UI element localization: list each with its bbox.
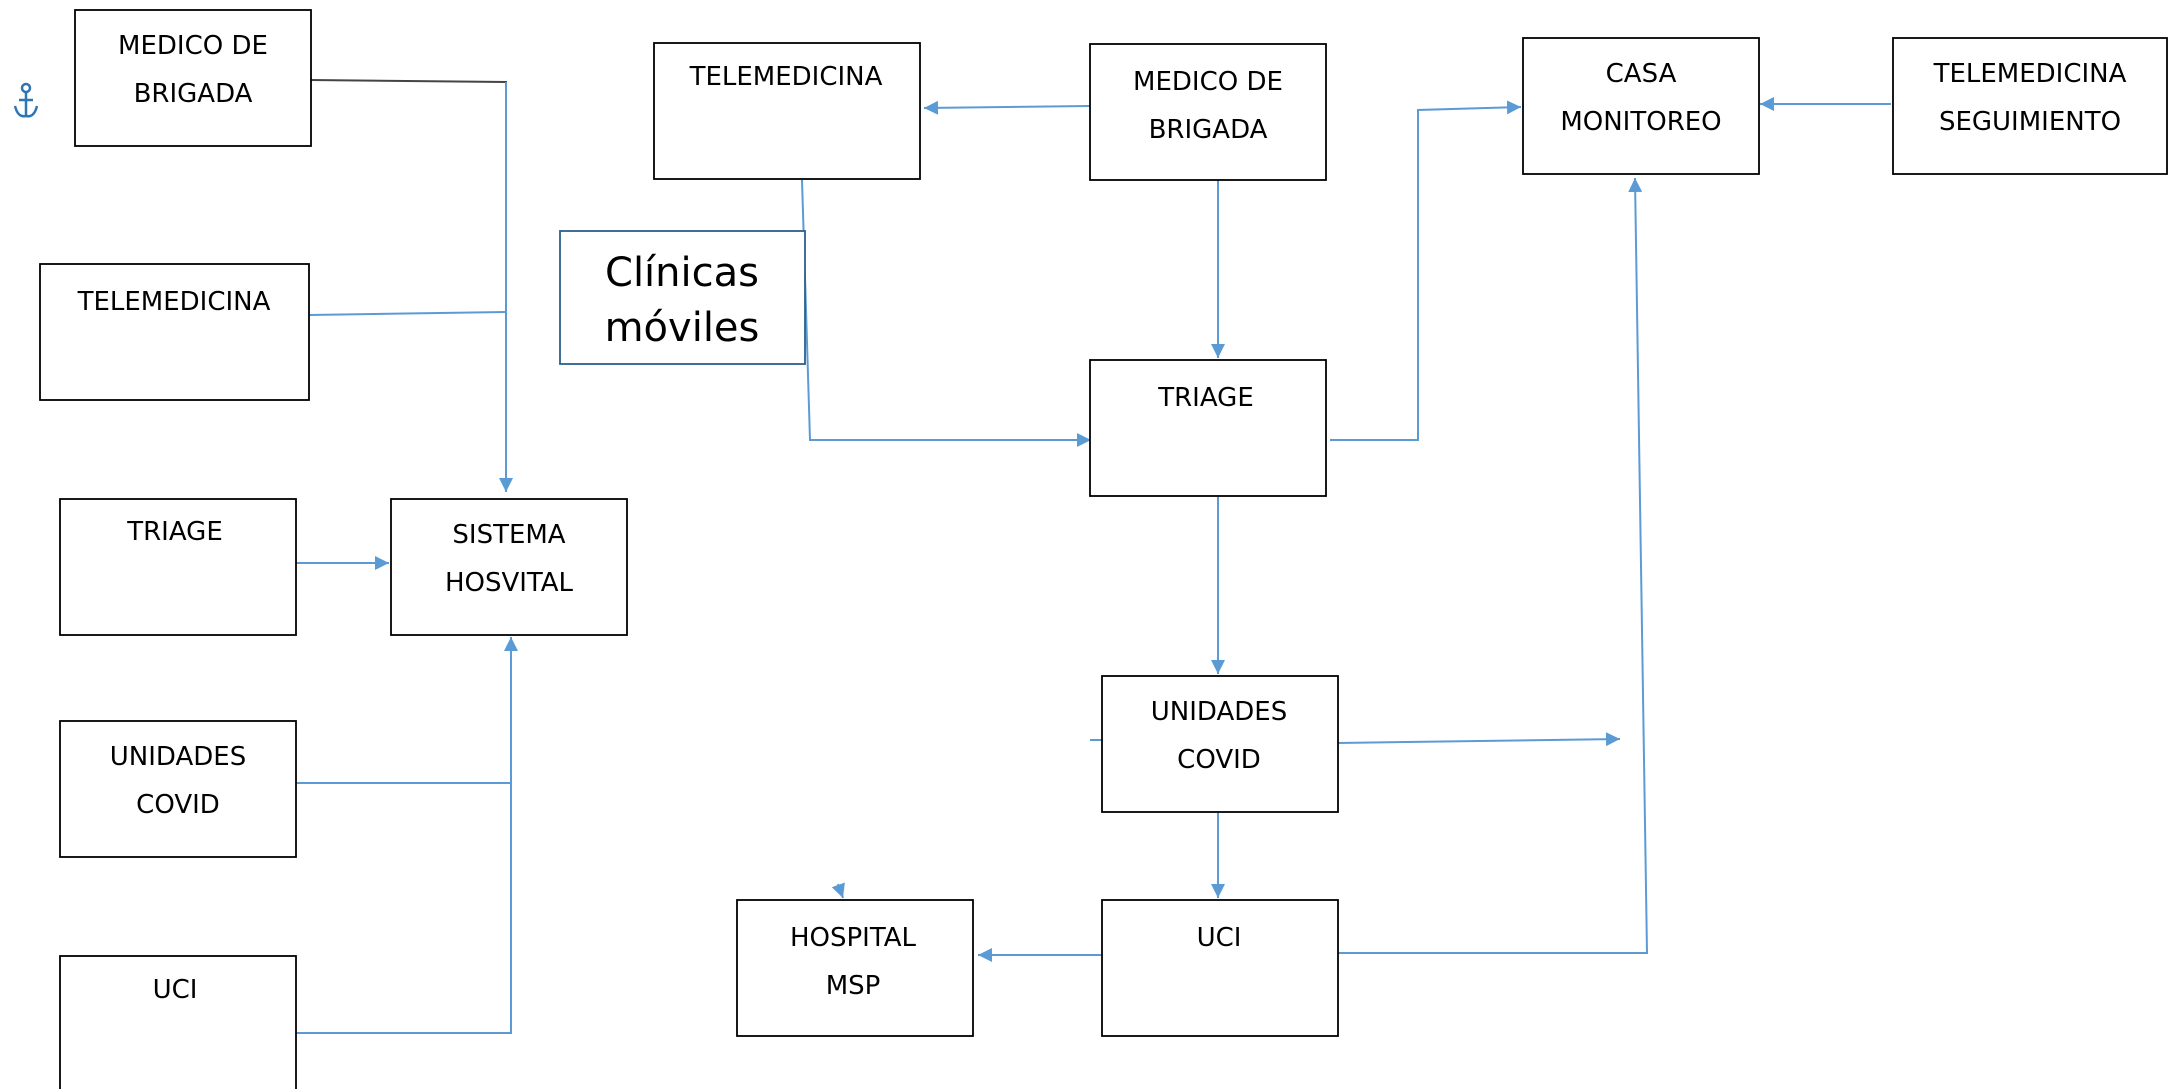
label: móviles — [605, 305, 760, 351]
label: HOSPITAL — [790, 923, 917, 953]
label: MEDICO DE — [118, 31, 268, 61]
label: MEDICO DE — [1133, 67, 1283, 97]
label: MSP — [826, 971, 881, 1001]
label: BRIGADA — [134, 79, 253, 109]
label: UCI — [153, 975, 198, 1005]
box-right-medico-brigada: MEDICO DE BRIGADA — [1089, 43, 1327, 181]
box-right-uci: UCI — [1101, 899, 1339, 1037]
label: UNIDADES — [1151, 697, 1287, 727]
connector-uci-to-bus — [296, 637, 518, 1034]
box-left-telemedicina: TELEMEDICINA — [39, 263, 310, 401]
box-right-triage: TRIAGE — [1089, 359, 1327, 497]
anchor-icon — [13, 82, 39, 118]
label: COVID — [1177, 745, 1261, 775]
box-left-unidades-covid: UNIDADES COVID — [59, 720, 297, 858]
label: SISTEMA — [452, 520, 565, 550]
label: UNIDADES — [110, 742, 246, 772]
label: TRIAGE — [1157, 383, 1254, 413]
connector-uci-to-casa — [1338, 177, 1649, 954]
label: TELEMEDICINA — [1933, 59, 2127, 89]
label: SEGUIMIENTO — [1939, 107, 2121, 137]
label: TELEMEDICINA — [689, 62, 883, 92]
box-right-telemedicina: TELEMEDICINA — [653, 42, 921, 180]
label: Clínicas — [605, 250, 759, 296]
connector-hospital-stub — [831, 882, 845, 899]
box-right-clinicas-moviles: Clínicas móviles — [559, 230, 806, 365]
box-right-telemedicina-seguimiento: TELEMEDICINA SEGUIMIENTO — [1892, 37, 2168, 175]
connector-unidades-out — [1337, 732, 1621, 747]
label: BRIGADA — [1149, 115, 1268, 145]
connectors — [296, 79, 1891, 1034]
connector-telemedicina-to-triage — [801, 179, 1091, 447]
label: MONITOREO — [1560, 107, 1721, 137]
box-right-hospital-msp: HOSPITAL MSP — [736, 899, 974, 1037]
label: HOSVITAL — [445, 568, 574, 598]
label: COVID — [136, 790, 220, 820]
connector-triage-to-casa — [1330, 100, 1522, 441]
label: TRIAGE — [126, 517, 223, 547]
box-right-casa-monitoreo: CASA MONITOREO — [1522, 37, 1760, 175]
connector-medico-to-sistema — [309, 79, 507, 492]
box-right-unidades-covid: UNIDADES COVID — [1101, 675, 1339, 813]
box-left-sistema-hosvital: SISTEMA HOSVITAL — [390, 498, 628, 636]
label: CASA — [1606, 59, 1677, 89]
connector-telemedicina-to-bus — [308, 311, 507, 316]
box-left-triage: TRIAGE — [59, 498, 297, 636]
connector-medico-to-telemedicina — [923, 100, 1091, 115]
label: TELEMEDICINA — [77, 287, 271, 317]
box-left-uci: UCI — [59, 955, 297, 1089]
box-left-medico-brigada: MEDICO DE BRIGADA — [74, 9, 312, 147]
label: UCI — [1197, 923, 1242, 953]
